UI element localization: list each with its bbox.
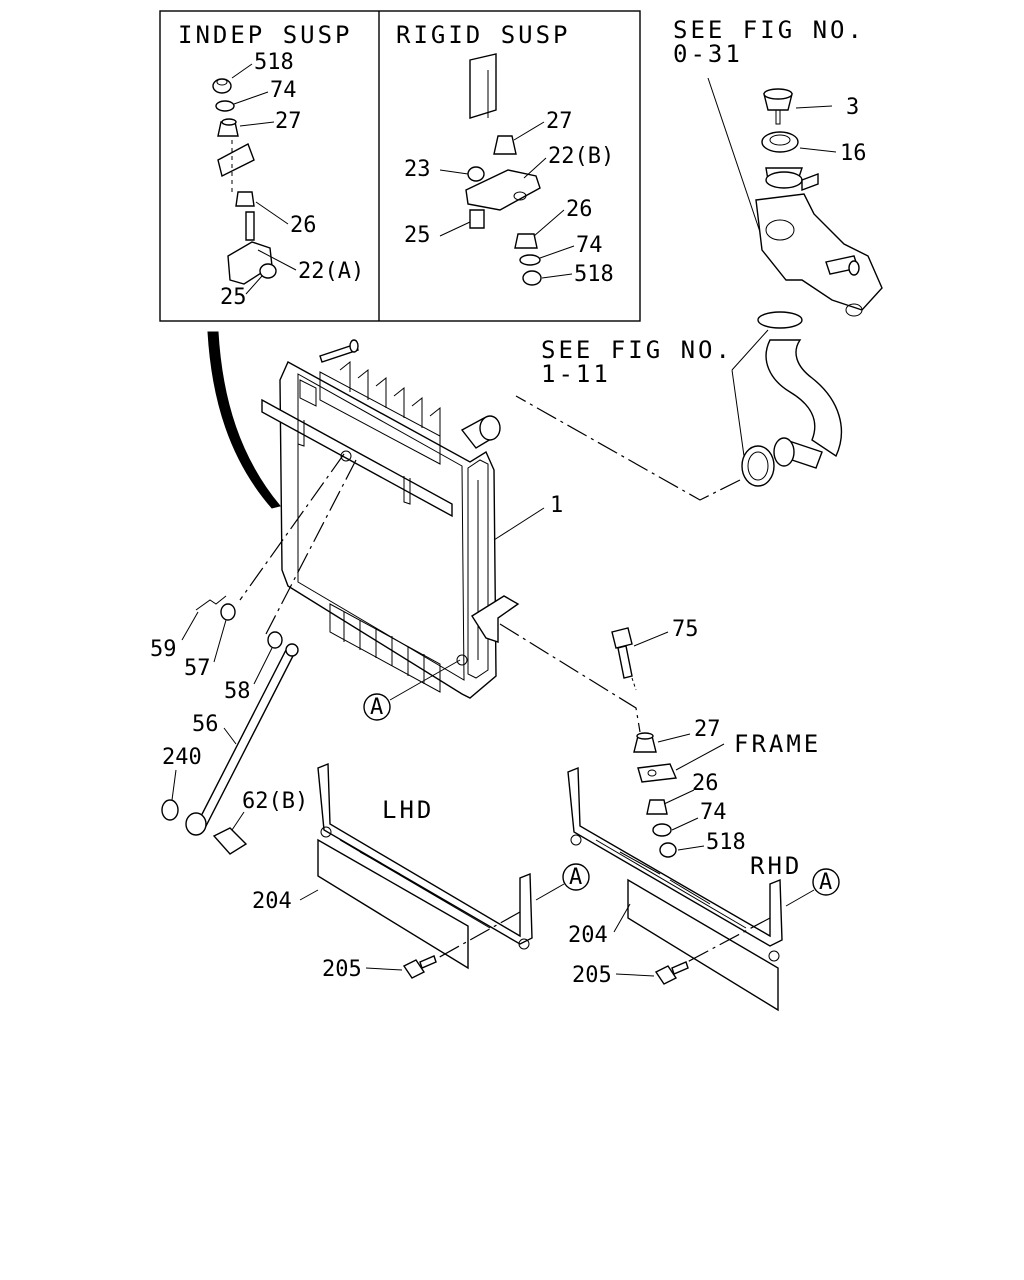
lhd-label: LHD bbox=[382, 796, 434, 824]
ref-a-lhd: A bbox=[569, 865, 582, 890]
upper-radiator-hose bbox=[741, 311, 843, 487]
ref-a-circle-rhd bbox=[812, 868, 840, 896]
see-fig-111-line1: SEE FIG NO. bbox=[541, 336, 733, 364]
callout-57: 57 bbox=[184, 656, 211, 681]
ref-a-radiator: A bbox=[370, 695, 383, 720]
ref-a-rhd: A bbox=[819, 870, 832, 895]
frame-label: FRAME bbox=[734, 730, 821, 758]
callout-22b-rigid: 22(B) bbox=[548, 144, 614, 169]
callout-59: 59 bbox=[150, 637, 177, 662]
radiator-stay-assembly bbox=[161, 595, 299, 855]
stay-connection-lines bbox=[239, 453, 357, 635]
ref-a-circle-lhd bbox=[562, 863, 590, 891]
rhd-bracket bbox=[567, 766, 783, 1012]
callout-74: 74 bbox=[700, 800, 727, 825]
callout-3: 3 bbox=[846, 95, 859, 120]
frame-mount-stack bbox=[633, 732, 678, 858]
callout-26-rigid: 26 bbox=[566, 197, 593, 222]
callout-27-indep: 27 bbox=[275, 109, 302, 134]
indep-susp-mount-illustration bbox=[212, 78, 277, 285]
radiator-core bbox=[207, 331, 520, 699]
radiator-cap-and-filler bbox=[755, 88, 883, 317]
rigid-susp-mount-illustration bbox=[465, 53, 542, 286]
callout-62b: 62(B) bbox=[242, 789, 308, 814]
callout-26-indep: 26 bbox=[290, 213, 317, 238]
callout-1: 1 bbox=[550, 493, 563, 518]
callout-75: 75 bbox=[672, 617, 699, 642]
bolt-75 bbox=[611, 627, 637, 691]
fig-031-leader bbox=[707, 77, 761, 233]
callout-26: 26 bbox=[692, 771, 719, 796]
callout-22a-indep: 22(A) bbox=[298, 259, 364, 284]
callout-204-left: 204 bbox=[252, 889, 292, 914]
suspension-inset: INDEP SUSP RIGID SUSP 518 74 27 26 22(A)… bbox=[159, 10, 641, 322]
rhd-label: RHD bbox=[750, 852, 802, 880]
callout-25-indep: 25 bbox=[220, 285, 247, 310]
inset-frame bbox=[159, 10, 641, 322]
rigid-susp-title: RIGID SUSP bbox=[396, 21, 571, 49]
callout-25-rigid: 25 bbox=[404, 223, 431, 248]
mount-connection-line bbox=[499, 623, 641, 733]
callout-58: 58 bbox=[224, 679, 251, 704]
bolt-205-right bbox=[654, 961, 689, 985]
see-fig-111-line2: 1-11 bbox=[541, 360, 611, 388]
callout-205-right: 205 bbox=[572, 963, 612, 988]
bolt-205-left bbox=[402, 955, 437, 979]
callout-74-indep: 74 bbox=[270, 78, 297, 103]
callout-74-rigid: 74 bbox=[576, 233, 603, 258]
see-fig-031-line1: SEE FIG NO. bbox=[673, 16, 865, 44]
callout-518: 518 bbox=[706, 830, 746, 855]
callout-27-rigid: 27 bbox=[546, 109, 573, 134]
callout-204-right: 204 bbox=[568, 923, 608, 948]
callout-56: 56 bbox=[192, 712, 219, 737]
lhd-bracket bbox=[317, 762, 533, 970]
callout-16: 16 bbox=[840, 141, 867, 166]
hose-connection-line bbox=[515, 395, 741, 501]
callout-205-left: 205 bbox=[322, 957, 362, 982]
see-fig-031-line2: 0-31 bbox=[673, 40, 743, 68]
callout-518-rigid: 518 bbox=[574, 262, 614, 287]
callout-240: 240 bbox=[162, 745, 202, 770]
callout-27: 27 bbox=[694, 717, 721, 742]
callout-518-indep: 518 bbox=[254, 50, 294, 75]
callout-23-rigid: 23 bbox=[404, 157, 431, 182]
indep-susp-title: INDEP SUSP bbox=[178, 21, 353, 49]
ref-a-circle-radiator bbox=[363, 693, 391, 721]
